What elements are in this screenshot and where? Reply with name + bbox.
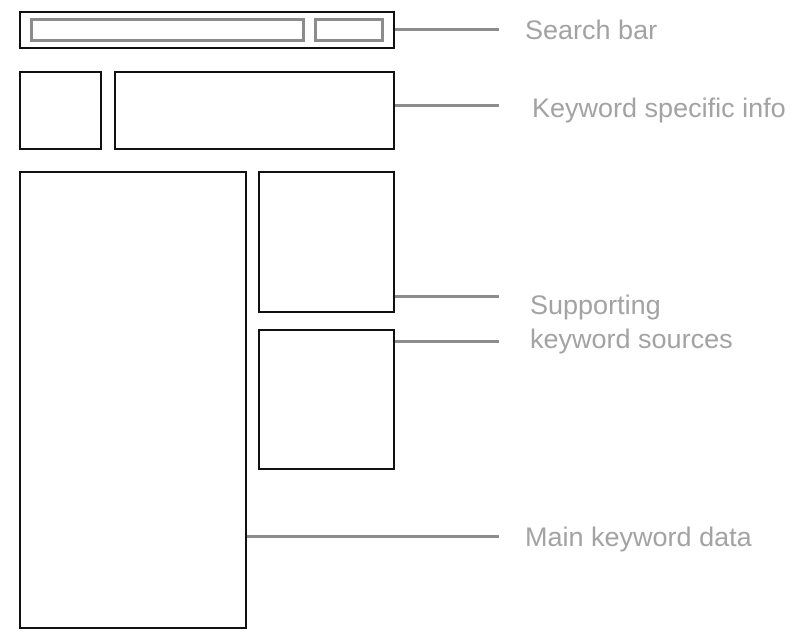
- label-supporting-line2: keyword sources: [530, 324, 733, 354]
- search-input-placeholder: [30, 18, 305, 42]
- leader-line-supporting-2: [395, 340, 499, 343]
- leader-line-main-data: [247, 535, 499, 538]
- keyword-info-box: [114, 71, 395, 150]
- label-supporting-line1: Supporting: [530, 290, 661, 320]
- main-keyword-data-box: [19, 171, 247, 629]
- label-main-keyword-data: Main keyword data: [525, 522, 752, 552]
- search-button-placeholder: [314, 18, 384, 42]
- search-bar-frame: [19, 11, 395, 49]
- supporting-source-box-1: [258, 171, 395, 313]
- label-search-bar: Search bar: [525, 15, 658, 45]
- label-keyword-info: Keyword specific info: [532, 93, 786, 123]
- keyword-thumbnail-box: [19, 71, 102, 150]
- supporting-source-box-2: [258, 329, 395, 470]
- leader-line-keyword-info: [395, 104, 499, 107]
- leader-line-supporting-1: [395, 295, 499, 298]
- leader-line-search-bar: [395, 28, 499, 31]
